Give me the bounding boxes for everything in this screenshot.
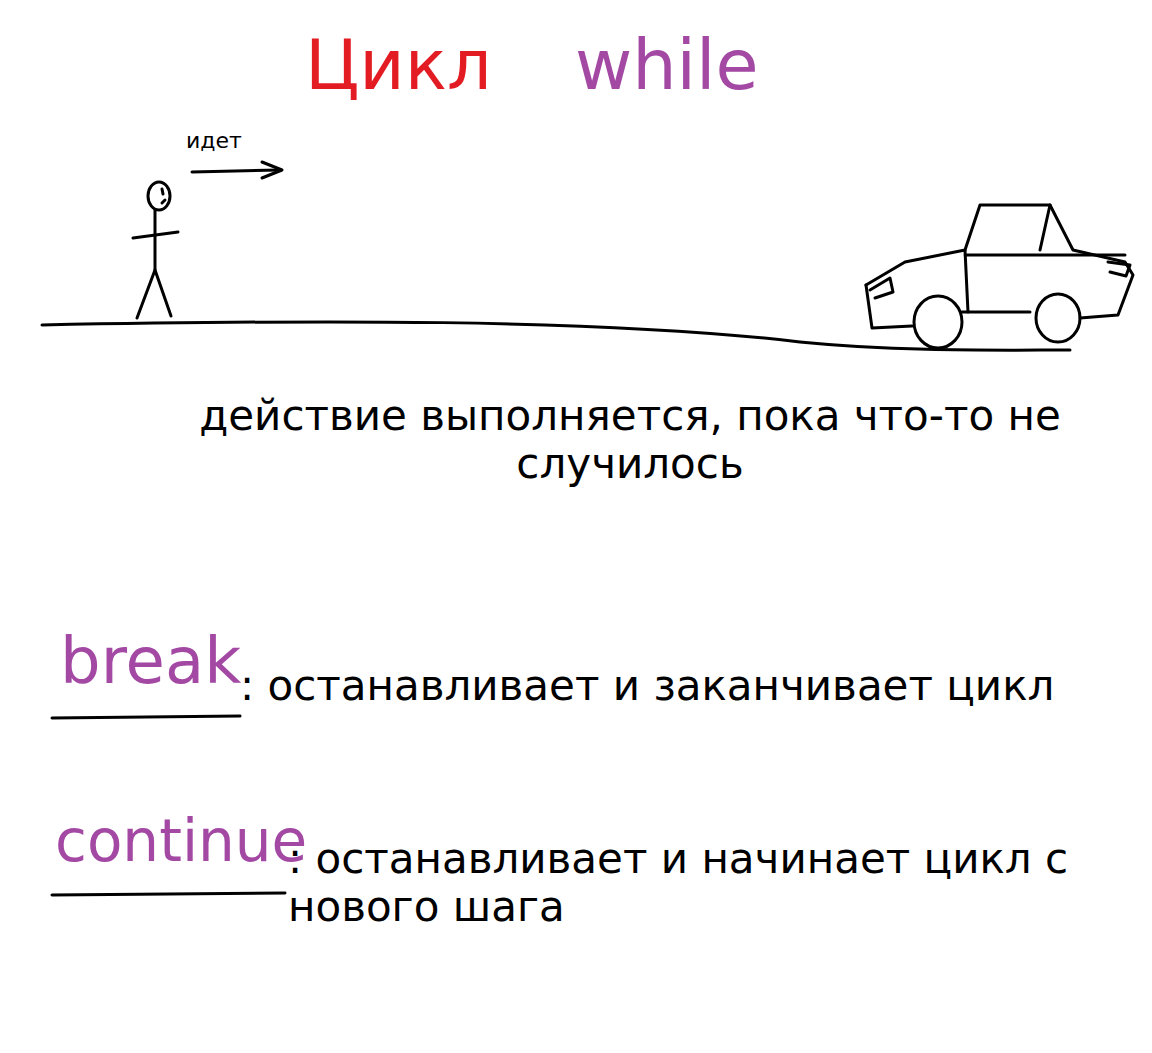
keyword: continue <box>55 808 307 875</box>
continue-underline <box>52 893 285 895</box>
keyword-description: : останавливает и начинает цикл с нового… <box>288 835 1118 932</box>
walk-label: идет <box>186 128 242 153</box>
car <box>866 205 1133 348</box>
walk-arrow <box>192 162 282 178</box>
stick-figure <box>133 182 178 318</box>
ground-line <box>42 322 1070 350</box>
break-underline <box>52 716 240 718</box>
title-word: while <box>575 25 759 106</box>
title-word: Цикл <box>305 25 492 106</box>
definition-text: действие выполняется, пока что-то не слу… <box>150 392 1110 489</box>
keyword-description: : останавливает и заканчивает цикл <box>240 662 1140 710</box>
keyword: break <box>60 625 241 699</box>
